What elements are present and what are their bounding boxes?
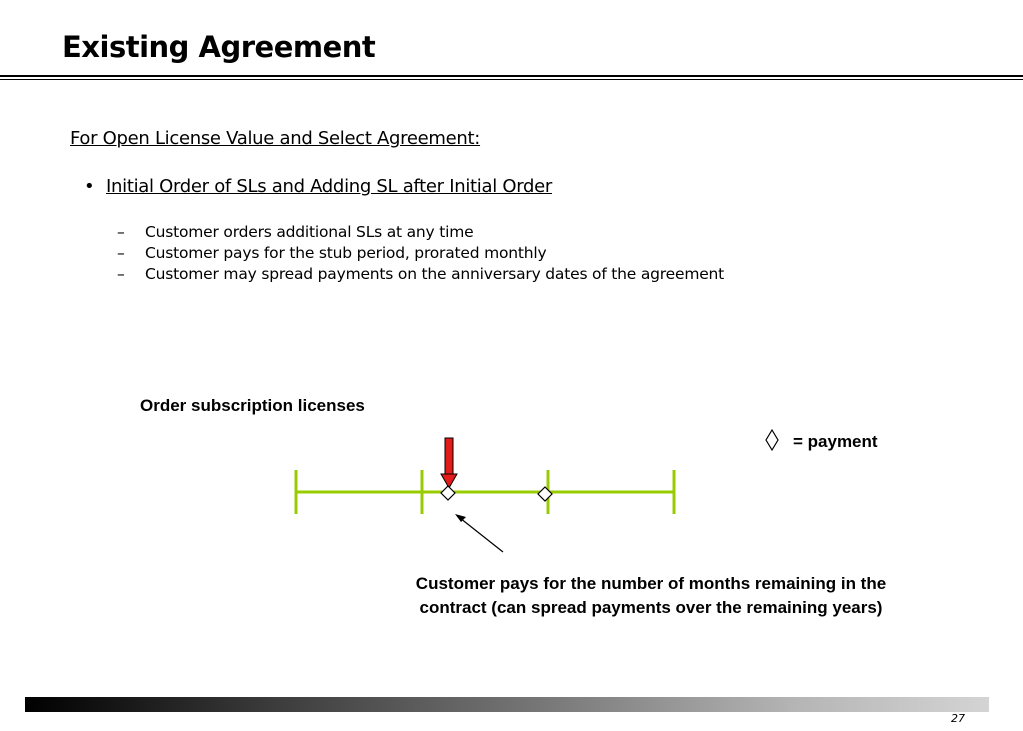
main-bullet-text: Initial Order of SLs and Adding SL after…	[106, 176, 552, 197]
caption-line: contract (can spread payments over the r…	[420, 598, 883, 617]
page-number: 27	[951, 712, 965, 725]
order-label: Order subscription licenses	[140, 396, 365, 415]
sub-bullet-text: Customer pays for the stub period, prora…	[145, 244, 547, 262]
bullet-dot-icon: •	[84, 176, 95, 197]
caption-line: Customer pays for the number of months r…	[416, 574, 886, 593]
sub-bullet: – Customer orders additional SLs at any t…	[117, 222, 724, 243]
legend-label: = payment	[793, 432, 878, 451]
caption-pointer-arrowhead-icon	[455, 514, 466, 522]
sub-bullet: – Customer pays for the stub period, pror…	[117, 243, 724, 264]
sub-bullet-list: – Customer orders additional SLs at any t…	[117, 222, 724, 285]
sub-bullet-text: Customer orders additional SLs at any ti…	[145, 223, 474, 241]
main-bullet: • Initial Order of SLs and Adding SL afte…	[84, 176, 552, 197]
payment-legend-diamond-icon	[765, 428, 779, 452]
title-underline-thick	[0, 75, 1023, 77]
agreement-subheading: For Open License Value and Select Agreem…	[70, 128, 481, 149]
payment-diamond-icon	[440, 485, 456, 501]
dash-icon: –	[117, 244, 125, 262]
sub-bullet: – Customer may spread payments on the ann…	[117, 264, 724, 285]
dash-icon: –	[117, 223, 125, 241]
sub-bullet-text: Customer may spread payments on the anni…	[145, 265, 725, 283]
order-arrow-icon	[440, 437, 458, 490]
title-underline-thin	[0, 79, 1023, 80]
slide-title: Existing Agreement	[62, 30, 376, 64]
dash-icon: –	[117, 265, 125, 283]
payment-diamond-icon	[537, 486, 553, 502]
caption-pointer-line	[459, 517, 504, 553]
footer-gradient-bar	[25, 697, 989, 712]
